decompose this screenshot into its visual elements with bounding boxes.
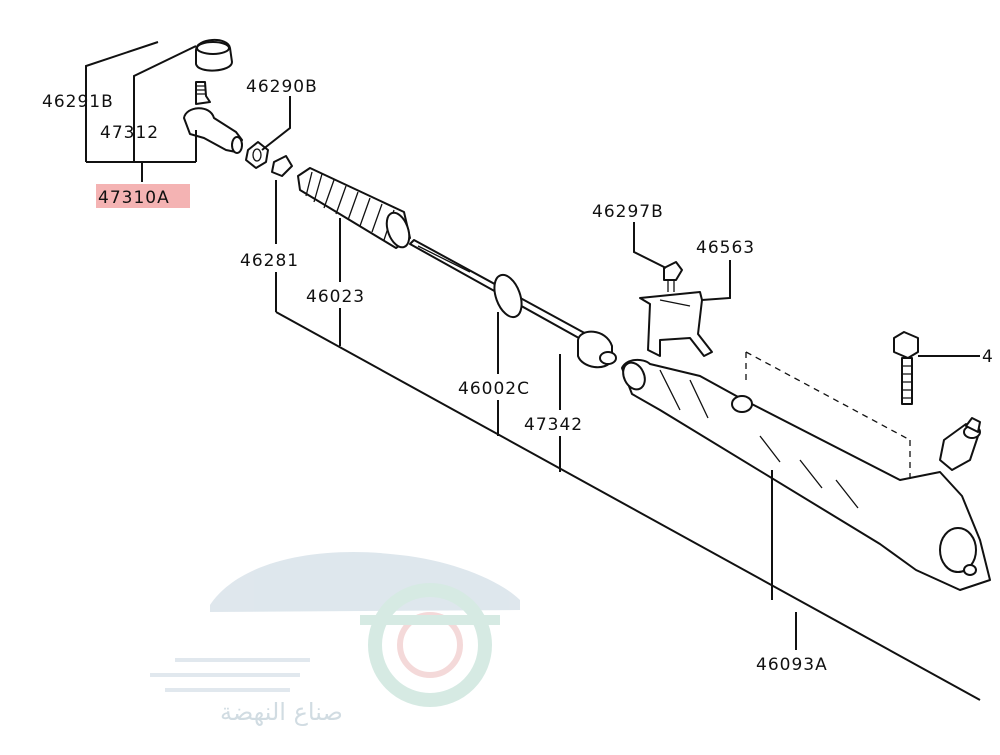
tie-rod-end (183, 39, 243, 154)
callout-labels: 47310A 46291B 47312 46290B 46281 46023 4… (42, 77, 994, 675)
clip (271, 155, 293, 177)
watermark-logo: صناع النهضة (150, 552, 520, 726)
inner-tie-rod (409, 239, 617, 369)
steering-rack-housing (621, 351, 991, 591)
watermark-text: صناع النهضة (220, 698, 343, 726)
callout-46290B[interactable]: 46290B (246, 77, 318, 97)
callout-46281[interactable]: 46281 (240, 251, 299, 271)
callout-46297B[interactable]: 46297B (592, 202, 664, 222)
callout-46093A[interactable]: 46093A (756, 655, 828, 675)
highlight-box (96, 184, 190, 208)
mounting-bolt (893, 331, 919, 405)
callout-46023[interactable]: 46023 (306, 287, 365, 307)
callout-47342[interactable]: 47342 (524, 415, 583, 435)
callout-46291B[interactable]: 46291B (42, 92, 114, 112)
leader-lines (85, 41, 981, 701)
callout-47312[interactable]: 47312 (100, 123, 159, 143)
callout-47310A[interactable]: 47310A (98, 188, 170, 208)
nut (245, 141, 269, 169)
bracket-bolt (663, 261, 683, 292)
callout-46002C[interactable]: 46002C (458, 379, 530, 399)
bellows-boot (297, 167, 411, 249)
callout-cut[interactable]: 4 (982, 347, 994, 367)
callout-46563[interactable]: 46563 (696, 238, 755, 258)
bracket (639, 291, 713, 357)
